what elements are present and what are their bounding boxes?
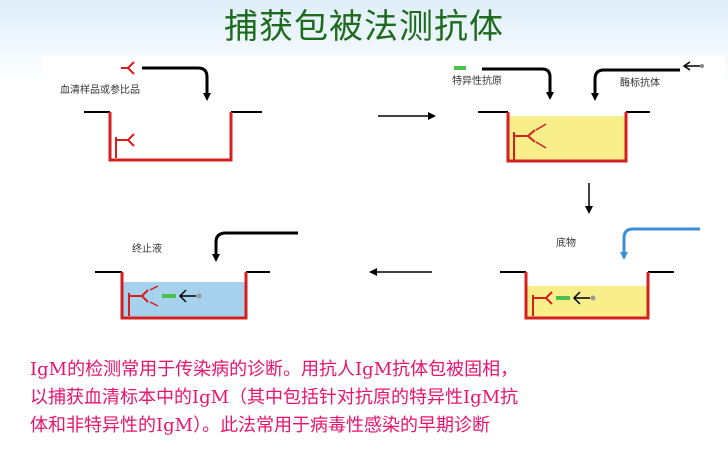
step3-caption: 底物: [556, 238, 576, 249]
step4-stop-arrow: [212, 231, 298, 262]
step1-sample-antibody-icon: [121, 61, 135, 75]
step1-pour-arrow: [142, 66, 211, 101]
description-line-2: 以捕获血清标本中的IgM（其中包括针对抗原的特异性IgM抗: [30, 387, 519, 408]
step2-bound-complex-icon: [513, 123, 547, 160]
step2-enzyme-antibody-icon: [682, 61, 704, 71]
step4-well: [95, 271, 270, 320]
description-line-3: 体和非特异性的IgM）。此法常用于病毒性感染的早期诊断: [30, 415, 491, 436]
step3-substrate-arrow: [620, 227, 700, 260]
step2-antigen-icon: [454, 66, 466, 70]
description-text: IgM的检测常用于传染病的诊断。用抗人IgM抗体包被固相， 以捕获血清标本中的I…: [30, 356, 720, 440]
step1-caption: 血清样品或参比品: [60, 85, 140, 96]
step1-well: [84, 111, 262, 162]
step1-coated-antibody-icon: [115, 133, 135, 158]
step2-antigen-arrow: [482, 67, 554, 100]
slide-title: 捕获包被法测抗体: [224, 7, 504, 47]
step3-enzyme-complex-icon: [532, 291, 596, 316]
step2-enzyme-arrow: [591, 68, 680, 101]
step2-well: [478, 111, 650, 163]
step2-enzyme-caption: 酶标抗体: [620, 78, 660, 89]
description-line-1: IgM的检测常用于传染病的诊断。用抗人IgM抗体包被固相，: [30, 359, 519, 380]
step2-antigen-caption: 特异性抗原: [452, 76, 502, 87]
step3-well: [500, 271, 674, 320]
step4-enzyme-complex-icon: [128, 285, 202, 316]
step4-caption: 终止液: [132, 244, 162, 255]
